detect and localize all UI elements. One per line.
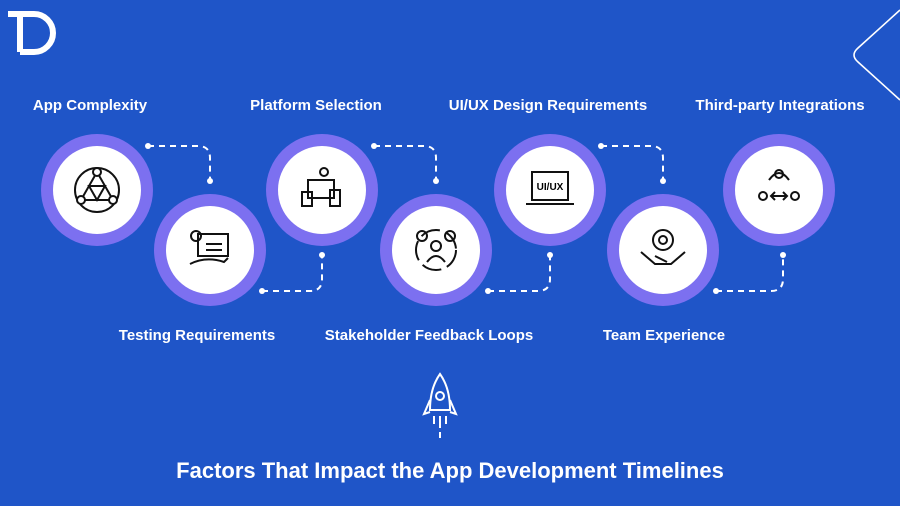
connector-dots xyxy=(145,143,786,294)
handshake-gear-team-icon xyxy=(640,229,686,265)
factor-circle-2 xyxy=(154,194,266,306)
factor-circle-4 xyxy=(380,194,492,306)
rocket-icon xyxy=(422,372,458,438)
factor-circle-7 xyxy=(723,134,835,246)
factor-label-stakeholder-feedback: Stakeholder Feedback Loops xyxy=(324,327,534,344)
factor-label-team-experience: Team Experience xyxy=(602,327,726,344)
laptop-uiux-icon: UI/UX xyxy=(526,171,574,205)
gear-checklist-hand-icon xyxy=(189,230,229,265)
factor-label-app-complexity: App Complexity xyxy=(32,97,148,114)
connectors xyxy=(148,145,784,292)
factor-circle-5: UI/UX xyxy=(494,134,606,246)
devices-gear-icon xyxy=(301,167,341,207)
factor-circle-3 xyxy=(266,134,378,246)
decorative-diamond xyxy=(853,9,900,101)
network-triangle-icon xyxy=(74,167,120,213)
person-feedback-cycle-icon xyxy=(415,229,457,271)
page-title: Factors That Impact the App Development … xyxy=(176,458,724,483)
brand-logo xyxy=(8,11,56,55)
factor-label-third-party: Third-party Integrations xyxy=(695,97,865,114)
factor-label-uiux-design: UI/UX Design Requirements xyxy=(448,97,648,114)
uiux-screen-text: UI/UX xyxy=(537,182,564,193)
factor-label-platform-selection: Platform Selection xyxy=(250,97,382,114)
people-exchange-icon xyxy=(758,169,800,201)
factor-circle-1 xyxy=(41,134,153,246)
factor-label-testing-requirements: Testing Requirements xyxy=(118,327,276,344)
factor-circle-6 xyxy=(607,194,719,306)
